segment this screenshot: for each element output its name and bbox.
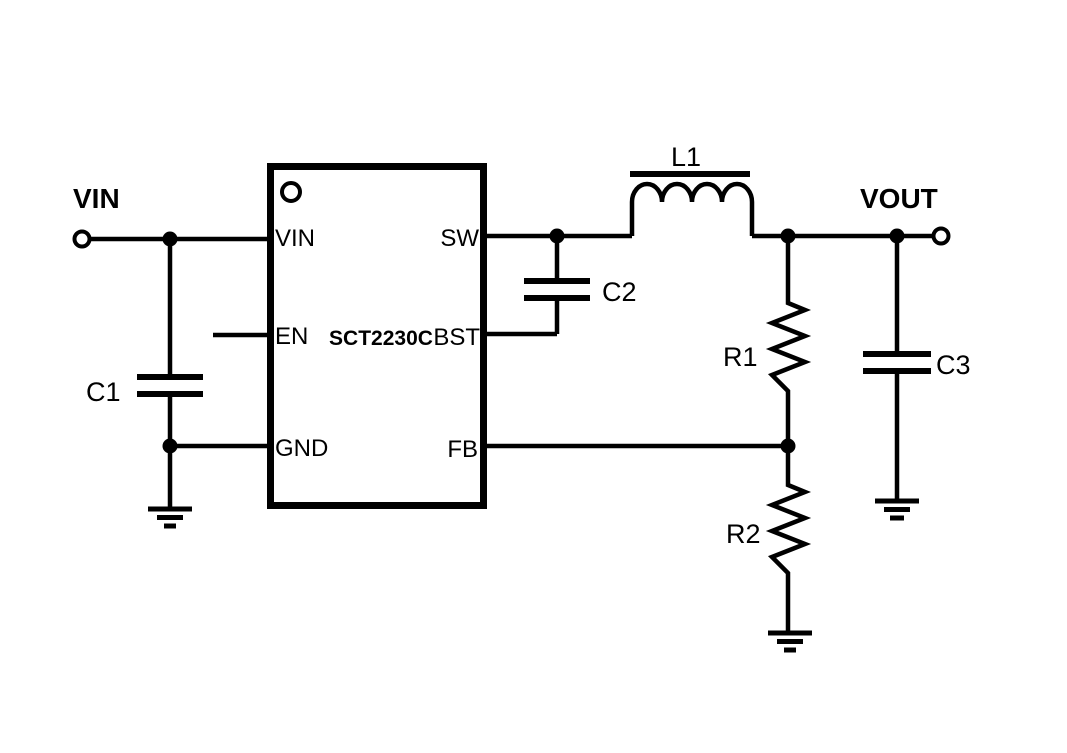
resistor-r2: R2 bbox=[726, 446, 812, 631]
ic-pin-label-vin: VIN bbox=[275, 225, 315, 252]
ic-pin-label-en: EN bbox=[275, 323, 308, 350]
pin1-indicator-icon bbox=[280, 181, 302, 203]
ground-symbol-c3 bbox=[875, 498, 919, 521]
junction-vout-r1 bbox=[780, 228, 796, 244]
junction-fb-divider bbox=[780, 438, 796, 454]
junction-vin-c1 bbox=[162, 231, 178, 247]
capacitor-c1: C1 bbox=[86, 239, 203, 509]
junction-sw-c2 bbox=[549, 228, 565, 244]
input-port-label: VIN bbox=[73, 183, 120, 214]
ground-symbol-c1 bbox=[148, 506, 192, 529]
junction-dots bbox=[162, 228, 905, 454]
ground-symbol-r2 bbox=[768, 630, 812, 653]
capacitor-c3: C3 bbox=[863, 236, 971, 501]
inductor-windings-icon bbox=[629, 181, 755, 236]
resistor-r1: R1 bbox=[723, 236, 812, 446]
output-port: VOUT bbox=[860, 183, 951, 246]
ic-sct2230c: VIN EN GND SW BST FB SCT2230C bbox=[267, 163, 487, 509]
input-terminal-icon bbox=[72, 229, 92, 249]
inductor-l1: L1 bbox=[629, 142, 755, 236]
ic-part-number: SCT2230C bbox=[329, 327, 433, 350]
capacitor-c3-label: C3 bbox=[936, 350, 971, 380]
capacitor-c2-label: C2 bbox=[602, 277, 637, 307]
ic-pin-label-fb: FB bbox=[447, 436, 478, 463]
capacitor-c2: C2 bbox=[524, 236, 637, 334]
ic-pin-label-bst: BST bbox=[433, 324, 480, 351]
input-port: VIN bbox=[72, 183, 120, 249]
ic-pin-label-sw: SW bbox=[440, 225, 479, 252]
junction-gnd-c1 bbox=[162, 438, 178, 454]
output-port-label: VOUT bbox=[860, 183, 938, 214]
junction-vout-c3 bbox=[889, 228, 905, 244]
capacitor-c1-label: C1 bbox=[86, 377, 121, 407]
ic-pin-label-gnd: GND bbox=[275, 435, 328, 462]
output-terminal-icon bbox=[931, 226, 951, 246]
resistor-r2-label: R2 bbox=[726, 519, 761, 549]
ic-body bbox=[267, 163, 487, 509]
resistor-r1-label: R1 bbox=[723, 342, 758, 372]
inductor-l1-label: L1 bbox=[671, 142, 701, 172]
